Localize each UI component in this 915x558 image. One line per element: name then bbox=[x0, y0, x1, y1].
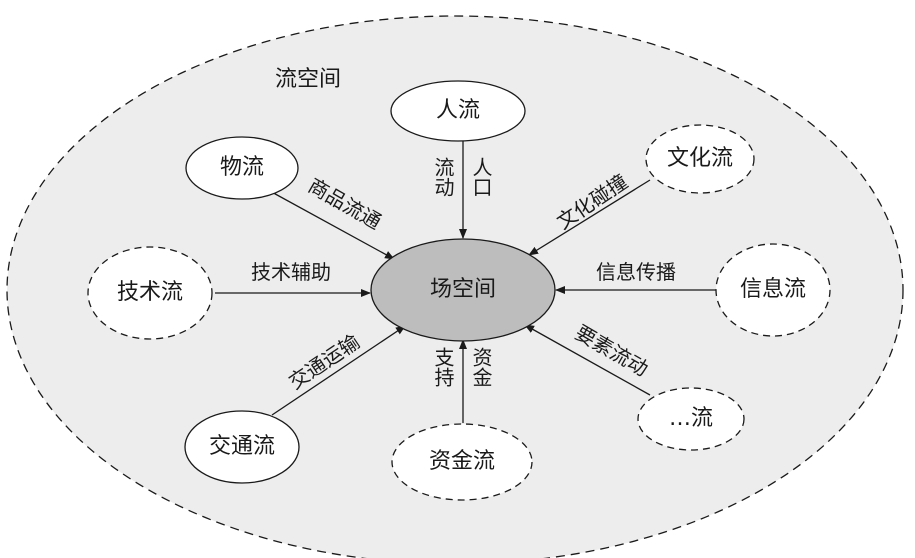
edge-label-technology: 技术辅助 bbox=[251, 260, 331, 284]
node-goods-shape bbox=[185, 136, 299, 200]
edge-transport bbox=[271, 325, 406, 416]
node-technology: 技术流 bbox=[87, 246, 213, 340]
node-center: 场空间 bbox=[370, 238, 556, 342]
node-transport-shape bbox=[184, 410, 300, 484]
node-other: …流 bbox=[637, 387, 745, 451]
node-people: 人流 bbox=[390, 80, 526, 142]
edge-label-people-col2: 人口 bbox=[469, 157, 493, 197]
edges bbox=[215, 140, 716, 423]
edge-label-people-col1: 流动 bbox=[431, 157, 455, 197]
edge-other bbox=[524, 324, 651, 396]
node-people-label: 人流 bbox=[436, 98, 480, 123]
node-capital-label: 资金流 bbox=[429, 449, 495, 474]
node-goods: 物流 bbox=[185, 136, 299, 200]
node-other-label: …流 bbox=[669, 406, 713, 431]
node-capital: 资金流 bbox=[391, 423, 533, 501]
node-culture: 文化流 bbox=[645, 124, 755, 194]
node-info-shape bbox=[715, 243, 831, 337]
node-info: 信息流 bbox=[715, 243, 831, 337]
node-transport-label: 交通流 bbox=[209, 434, 275, 459]
node-capital-shape bbox=[391, 423, 533, 501]
edge-label-info: 信息传播 bbox=[596, 260, 676, 284]
node-culture-shape bbox=[645, 124, 755, 194]
node-technology-shape bbox=[87, 246, 213, 340]
node-info-label: 信息流 bbox=[740, 277, 806, 302]
node-culture-label: 文化流 bbox=[667, 146, 733, 171]
node-center-label: 场空间 bbox=[430, 277, 496, 302]
node-other-shape bbox=[637, 387, 745, 451]
node-goods-label: 物流 bbox=[220, 155, 264, 180]
edge-label-capital-col2: 资金 bbox=[469, 347, 493, 387]
node-people-shape bbox=[390, 80, 526, 142]
node-technology-label: 技术流 bbox=[117, 280, 183, 305]
edge-culture bbox=[528, 179, 651, 256]
node-transport: 交通流 bbox=[184, 410, 300, 484]
edge-goods bbox=[267, 189, 395, 260]
edge-label-capital-col1: 支持 bbox=[431, 347, 455, 387]
flow-space-region-label: 流空间 bbox=[275, 67, 341, 92]
node-center-shape bbox=[370, 238, 556, 342]
